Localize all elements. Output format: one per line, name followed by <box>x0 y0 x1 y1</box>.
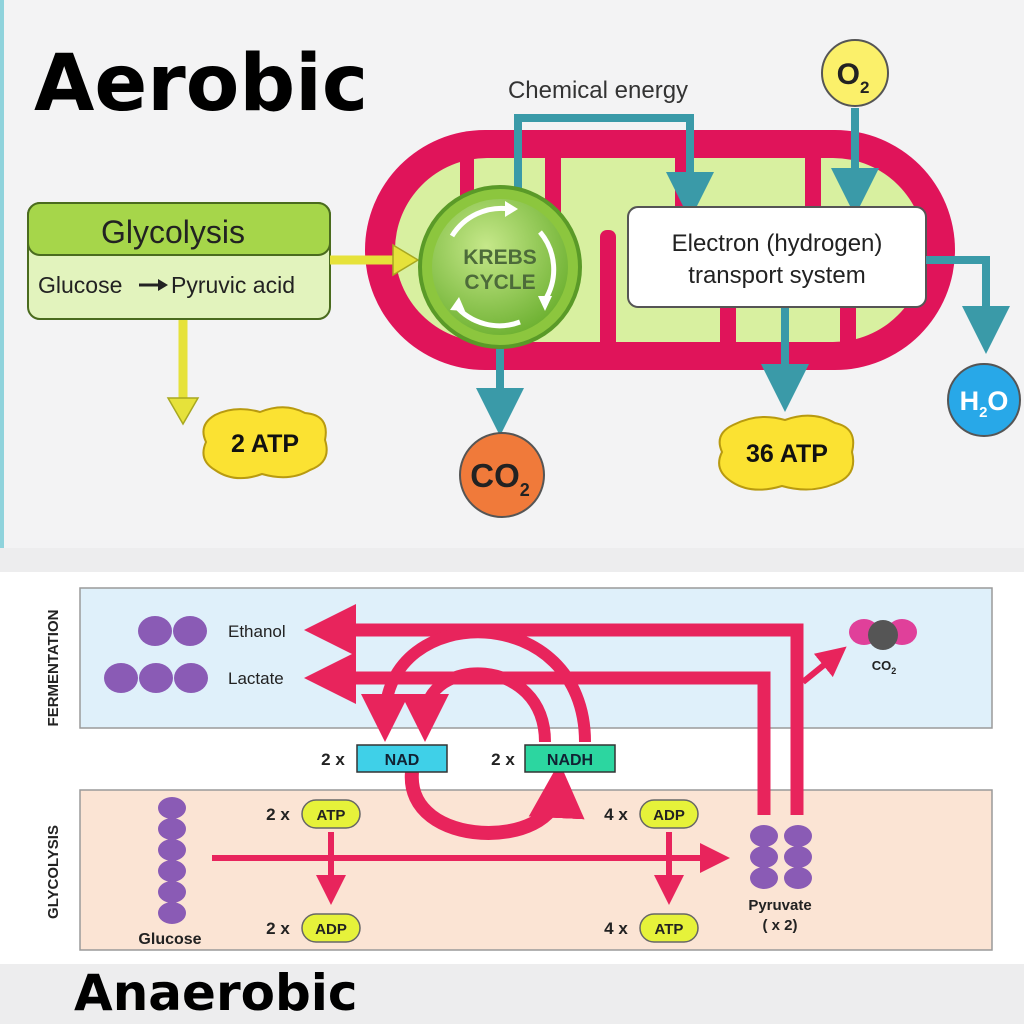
atp-out-label: ATP <box>655 921 684 938</box>
glucose-molecule <box>158 797 186 924</box>
atp-in-label: ATP <box>317 807 346 824</box>
chemical-energy-arrow <box>514 114 714 220</box>
nad-to-nadh-loop <box>404 762 585 840</box>
glycolysis-atp-burst: 2 ATP <box>202 406 328 480</box>
nadh-count: 2 x <box>491 750 515 769</box>
water-molecule: H2O <box>947 363 1021 437</box>
krebs-cycle: KREBS CYCLE <box>418 185 582 349</box>
glycolysis-box: Glycolysis Glucose Pyruvic acid <box>27 202 331 320</box>
pyruvate-count: ( x 2) <box>762 917 797 934</box>
oxygen-molecule: O2 <box>821 39 889 107</box>
nad-count: 2 x <box>321 750 345 769</box>
ethanol-molecule <box>138 616 207 646</box>
lactate-label: Lactate <box>228 669 284 688</box>
fermentation-side-label: FERMENTATION <box>45 610 62 727</box>
ets-line2: transport system <box>688 262 865 289</box>
aerobic-title: Aerobic <box>34 39 368 129</box>
ethanol-label: Ethanol <box>228 622 286 641</box>
svg-text:O2: O2 <box>837 58 870 97</box>
svg-text:H2O: H2O <box>960 386 1009 421</box>
glucose-label: Glucose <box>138 931 201 948</box>
nadh-label: NADH <box>547 752 593 769</box>
glycolysis-atp-label: 2 ATP <box>231 430 299 458</box>
ets-atp-burst: 36 ATP <box>718 414 855 491</box>
nadh-to-nad-outer-loop <box>361 626 591 743</box>
ets-line1: Electron (hydrogen) <box>672 230 883 257</box>
adp-out-pill: ADP <box>301 913 361 943</box>
left-edge-line <box>0 0 4 548</box>
pyruvate-molecules <box>750 825 812 889</box>
adp-out-label: ADP <box>315 921 347 938</box>
svg-text:CO2: CO2 <box>872 658 897 676</box>
ets-atp-label: 36 ATP <box>746 440 828 468</box>
fermentation-co2-molecule: CO2 <box>849 619 917 676</box>
glycolysis-title: Glycolysis <box>101 214 245 250</box>
adp-in-count: 4 x <box>604 805 628 824</box>
co2-molecule: CO2 <box>459 432 545 518</box>
nad-label: NAD <box>385 752 420 769</box>
electron-transport-box: Electron (hydrogen) transport system <box>627 206 927 308</box>
nadh-box: NADH <box>524 744 616 773</box>
krebs-label-line2: CYCLE <box>464 271 535 294</box>
nadh-to-nad-inner-loop <box>401 667 551 743</box>
lactate-molecule <box>104 663 208 693</box>
adp-out-count: 2 x <box>266 919 290 938</box>
krebs-label-line1: KREBS <box>463 246 537 269</box>
pyruvate-label: Pyruvate <box>748 897 811 914</box>
chemical-energy-label: Chemical energy <box>508 77 688 104</box>
atp-out-pill: ATP <box>639 913 699 943</box>
nad-box: NAD <box>356 744 448 773</box>
anaerobic-title: Anaerobic <box>74 964 358 1022</box>
atp-out-count: 4 x <box>604 919 628 938</box>
co2-release-arrow <box>801 646 847 685</box>
svg-text:CO2: CO2 <box>470 457 530 500</box>
glycolysis-side-label: GLYCOLYSIS <box>45 825 62 919</box>
glucose-text: Glucose <box>38 272 122 298</box>
adp-in-label: ADP <box>653 807 685 824</box>
pyruvic-acid-text: Pyruvic acid <box>171 272 295 298</box>
adp-in-pill: ADP <box>639 799 699 829</box>
atp-in-pill: ATP <box>301 799 361 829</box>
atp-in-count: 2 x <box>266 805 290 824</box>
ets-water-arrow <box>926 256 1010 354</box>
